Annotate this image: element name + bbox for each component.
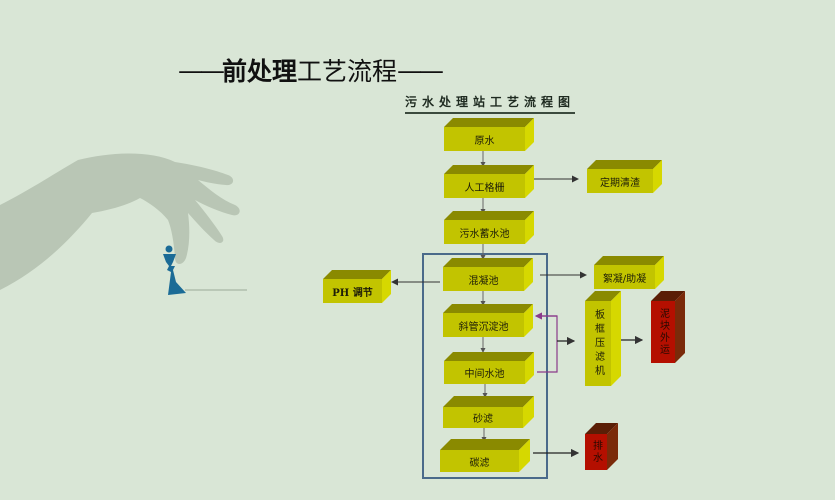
label-filter-press: 板框压滤机 <box>585 301 611 386</box>
box-ph-adjust: PH 调节 <box>323 270 391 303</box>
slide-title: —— 前处理 工艺流程 —— <box>178 50 444 90</box>
chess-queen-icon <box>163 245 186 295</box>
hand-silhouette-icon <box>0 153 240 290</box>
box-screen: 人工格栅 <box>444 165 534 198</box>
box-discharge: 排水 <box>585 423 618 470</box>
box-inclined-settler: 斜管沉淀池 <box>443 304 533 337</box>
box-sand-filter: 砂滤 <box>443 396 534 428</box>
title-dash-left: —— <box>178 55 225 85</box>
box-periodic-cleaning: 定期清渣 <box>587 160 662 193</box>
label-flocculant: 絮凝/助凝 <box>594 265 655 289</box>
box-sludge-out: 泥块外运 <box>651 291 685 363</box>
hand-holding-chess-illustration <box>0 153 247 295</box>
label-storage-tank: 污水蓄水池 <box>444 220 525 244</box>
title-normal-part: 工艺流程 <box>297 57 398 86</box>
label-carbon-filter: 碳滤 <box>440 450 519 472</box>
box-storage-tank: 污水蓄水池 <box>444 211 534 244</box>
label-screen: 人工格栅 <box>444 174 525 198</box>
title-bold-part: 前处理 <box>222 57 298 86</box>
box-carbon-filter: 碳滤 <box>440 439 530 472</box>
return-line-bracket <box>537 315 558 373</box>
label-raw-water: 原水 <box>444 127 525 151</box>
box-intermediate-tank: 中间水池 <box>444 352 534 384</box>
label-coagulation-tank: 混凝池 <box>443 267 524 291</box>
box-flocculant: 絮凝/助凝 <box>594 256 664 289</box>
label-discharge: 排水 <box>585 434 607 470</box>
label-ph-adjust: PH 调节 <box>323 279 382 303</box>
label-sand-filter: 砂滤 <box>443 407 523 428</box>
label-intermediate-tank: 中间水池 <box>444 361 525 384</box>
box-raw-water: 原水 <box>444 118 534 151</box>
label-periodic-cleaning: 定期清渣 <box>587 169 653 193</box>
box-coagulation-tank: 混凝池 <box>443 258 533 291</box>
box-filter-press: 板框压滤机 <box>585 291 621 386</box>
label-inclined-settler: 斜管沉淀池 <box>443 313 524 337</box>
label-sludge-out: 泥块外运 <box>651 301 675 363</box>
diagram-subtitle: 污水处理站工艺流程图 <box>405 93 576 114</box>
title-dash-right: —— <box>397 55 444 85</box>
